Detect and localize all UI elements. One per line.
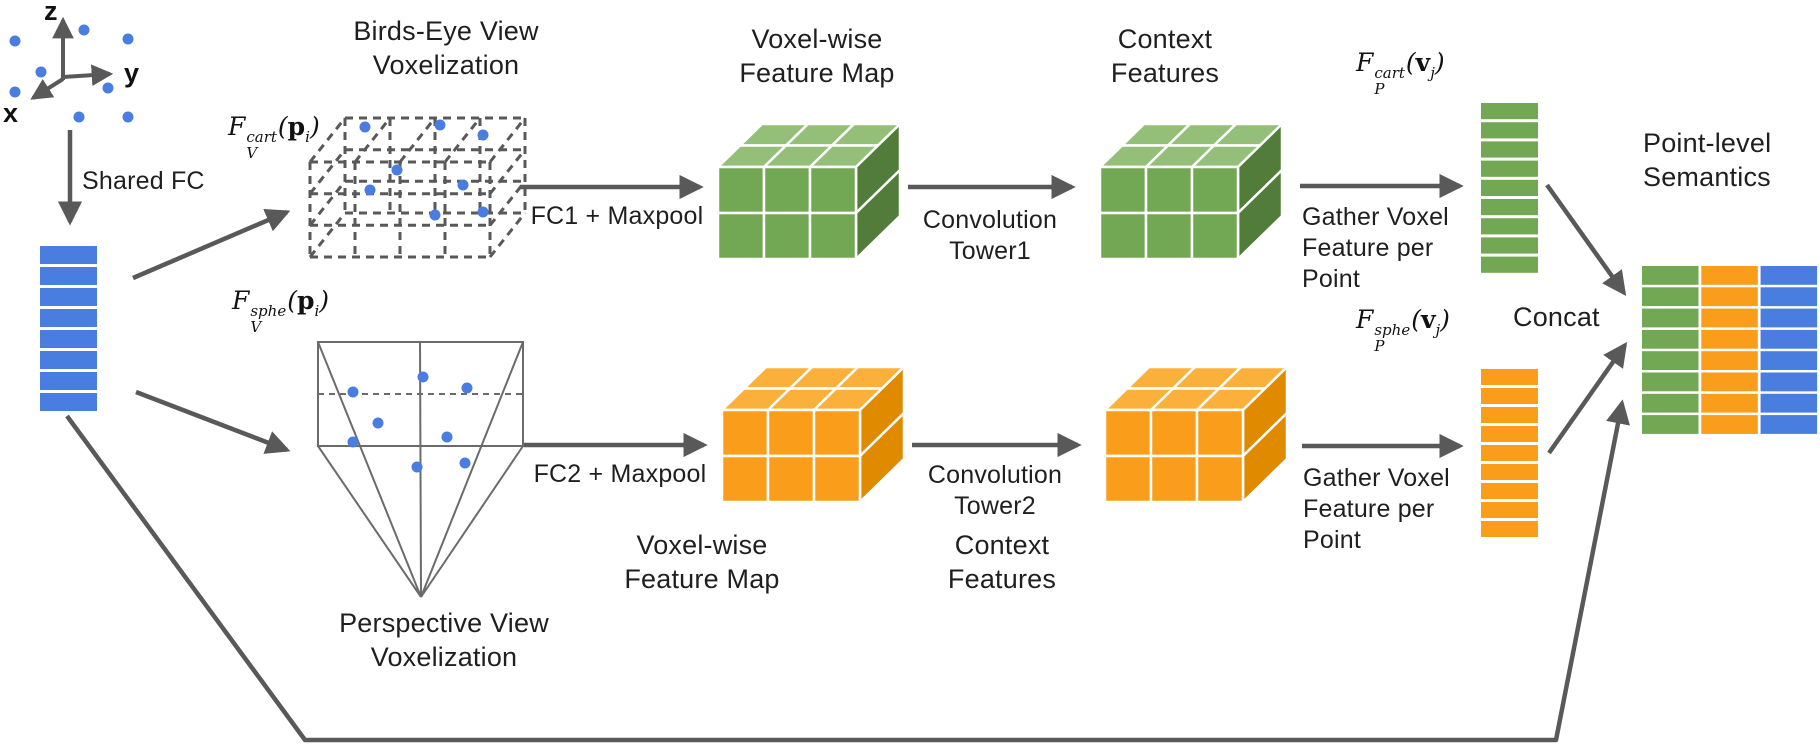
pv-frustum-dots <box>347 371 473 473</box>
pv-title: Perspective View Voxelization <box>294 606 594 674</box>
conv2-line1: Convolution <box>927 461 1063 489</box>
pv-title-line2: Voxelization <box>370 642 518 672</box>
skip-connection-arrow <box>65 399 1630 743</box>
context-top-line1: Context <box>1117 24 1213 54</box>
fc1-label: FC1 + Maxpool <box>530 202 704 230</box>
arrow-cart-to-concat <box>1545 183 1627 296</box>
gather-bottom-line3: Point <box>1303 526 1361 554</box>
bev-title-line2: Voxelization <box>372 50 520 80</box>
concat-label: Concat <box>1513 302 1600 332</box>
voxel-map-top-label: Voxel-wise Feature Map <box>667 22 967 90</box>
arrow-sphe-to-concat <box>1547 342 1628 455</box>
bev-title: Birds-Eye View Voxelization <box>296 14 596 82</box>
voxel-map-bottom-line2: Feature Map <box>624 564 780 594</box>
gather-top-line3: Point <box>1302 265 1360 293</box>
context-top-label: Context Features <box>1015 22 1315 90</box>
concat-matrix <box>1642 266 1818 434</box>
cart-context-cube <box>1098 122 1284 261</box>
process-arrows <box>520 173 1628 459</box>
cart-point-feature-column <box>1481 103 1538 273</box>
gather-bottom-line1: Gather Voxel <box>1303 464 1450 492</box>
sphe-voxel-feature-cube <box>720 365 906 504</box>
context-bottom-line2: Features <box>947 564 1057 594</box>
gather-top-line1: Gather Voxel <box>1302 203 1449 231</box>
voxel-map-bottom-line1: Voxel-wise <box>636 530 768 560</box>
voxel-map-top-line1: Voxel-wise <box>751 24 883 54</box>
conv2-line2: Tower2 <box>954 492 1036 520</box>
gather-bottom-line2: Feature per <box>1303 495 1435 523</box>
sphe-context-cube <box>1103 365 1289 504</box>
input-point-cloud-dots <box>9 24 134 123</box>
point-level-line1: Point-level <box>1643 128 1772 158</box>
bev-voxel-grid <box>308 116 527 259</box>
fc2-label: FC2 + Maxpool <box>533 460 707 488</box>
axis-label-z: z <box>44 0 58 26</box>
axis-label-x: x <box>3 98 19 128</box>
coordinate-axes <box>30 16 114 100</box>
context-top-line2: Features <box>1110 58 1220 88</box>
voxel-map-bottom-label: Voxel-wise Feature Map <box>552 528 852 596</box>
point-level-title: Point-level Semantics <box>1643 126 1771 194</box>
bev-grid-dots <box>359 119 489 221</box>
conv1-label: Convolution Tower1 <box>840 205 1140 267</box>
sphe-point-feature-column <box>1481 369 1538 537</box>
context-bottom-label: Context Features <box>852 528 1152 596</box>
point-feature-stack <box>40 246 97 411</box>
conv1-line1: Convolution <box>922 206 1058 234</box>
cart-voxel-feature-cube <box>716 122 902 261</box>
gather-bottom-label: Gather Voxel Feature per Point <box>1303 463 1450 556</box>
axis-label-y: y <box>124 58 140 88</box>
arrow-to-pv <box>135 389 291 454</box>
pv-title-line1: Perspective View <box>339 608 549 638</box>
conv1-line2: Tower1 <box>949 237 1031 265</box>
shared-fc-label: Shared FC <box>82 167 205 195</box>
context-bottom-line1: Context <box>954 530 1050 560</box>
voxel-map-top-line2: Feature Map <box>739 58 895 88</box>
gather-top-line2: Feature per <box>1302 234 1434 262</box>
point-level-line2: Semantics <box>1643 162 1771 192</box>
gather-top-label: Gather Voxel Feature per Point <box>1302 202 1449 295</box>
conv2-label: Convolution Tower2 <box>845 460 1145 522</box>
bev-title-line1: Birds-Eye View <box>353 16 539 46</box>
arrow-to-bev <box>132 208 291 281</box>
branch-arrows <box>132 208 291 454</box>
